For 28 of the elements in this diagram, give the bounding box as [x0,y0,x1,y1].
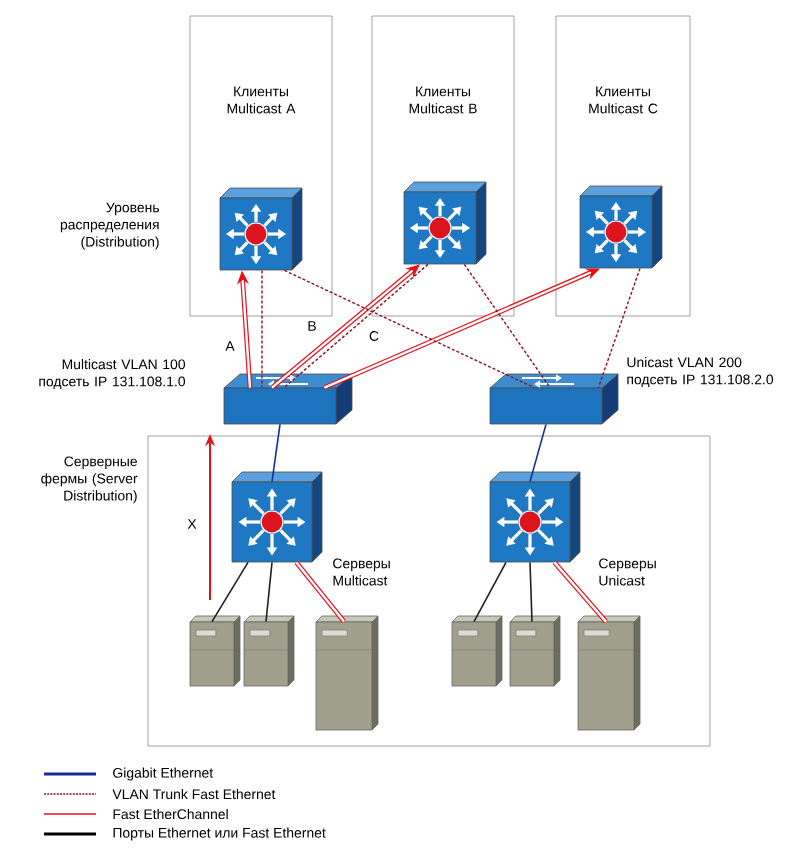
connector [597,267,641,389]
connector [323,268,600,390]
connector [211,561,249,623]
server-icon [577,615,641,731]
connector [473,561,507,623]
layer3-switch-icon [403,181,487,265]
server-icon [451,615,503,687]
layer3-switch-icon [579,185,663,269]
connector [552,560,608,624]
switch-icon [489,373,619,425]
switch-icon [223,373,353,425]
connector [463,263,551,389]
server-icon [189,615,241,687]
connector [529,561,533,623]
server-icon [315,615,379,731]
connector [294,560,346,624]
layer3-switch-icon [219,187,303,271]
layer3-switch-icon [489,471,581,563]
server-icon [243,615,295,687]
connector [529,423,547,483]
server-icon [509,615,561,687]
layer3-switch-icon [231,471,323,563]
connector [271,423,281,483]
connector [283,263,429,389]
connector [283,269,535,389]
connector [270,264,420,390]
connector [265,561,273,623]
connector [261,269,263,389]
